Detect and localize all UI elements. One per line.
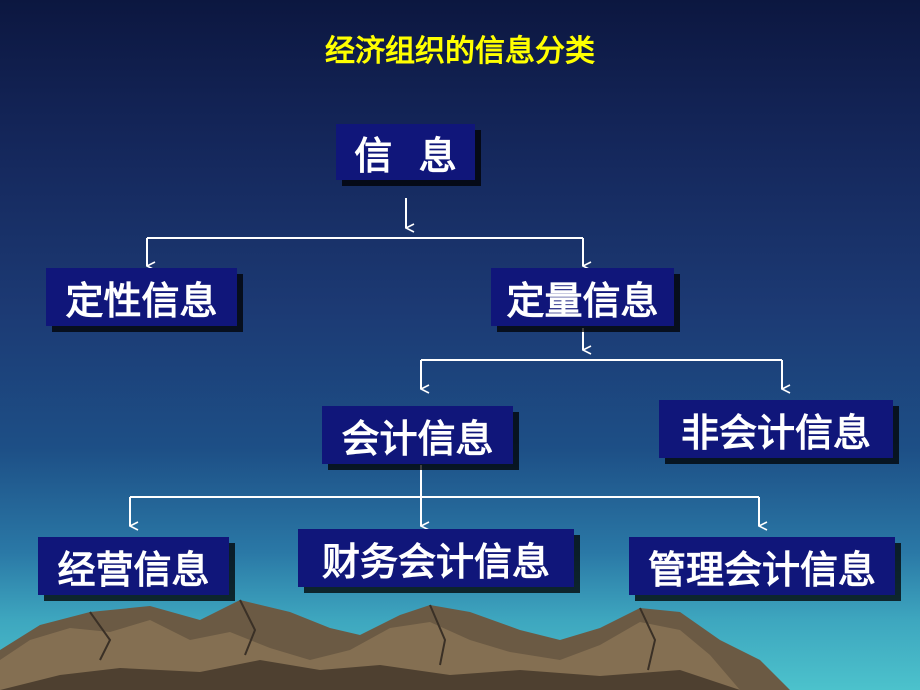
node-non-accounting: 非会计信息 <box>659 400 893 458</box>
node-management-accounting: 管理会计信息 <box>629 537 895 595</box>
node-root: 信 息 <box>336 124 475 180</box>
node-accounting: 会计信息 <box>322 406 513 464</box>
node-financial-accounting: 财务会计信息 <box>298 529 574 587</box>
slide-title: 经济组织的信息分类 <box>325 34 595 69</box>
node-operating: 经营信息 <box>38 537 229 595</box>
node-qualitative: 定性信息 <box>46 268 237 326</box>
node-quantitative: 定量信息 <box>491 268 674 326</box>
